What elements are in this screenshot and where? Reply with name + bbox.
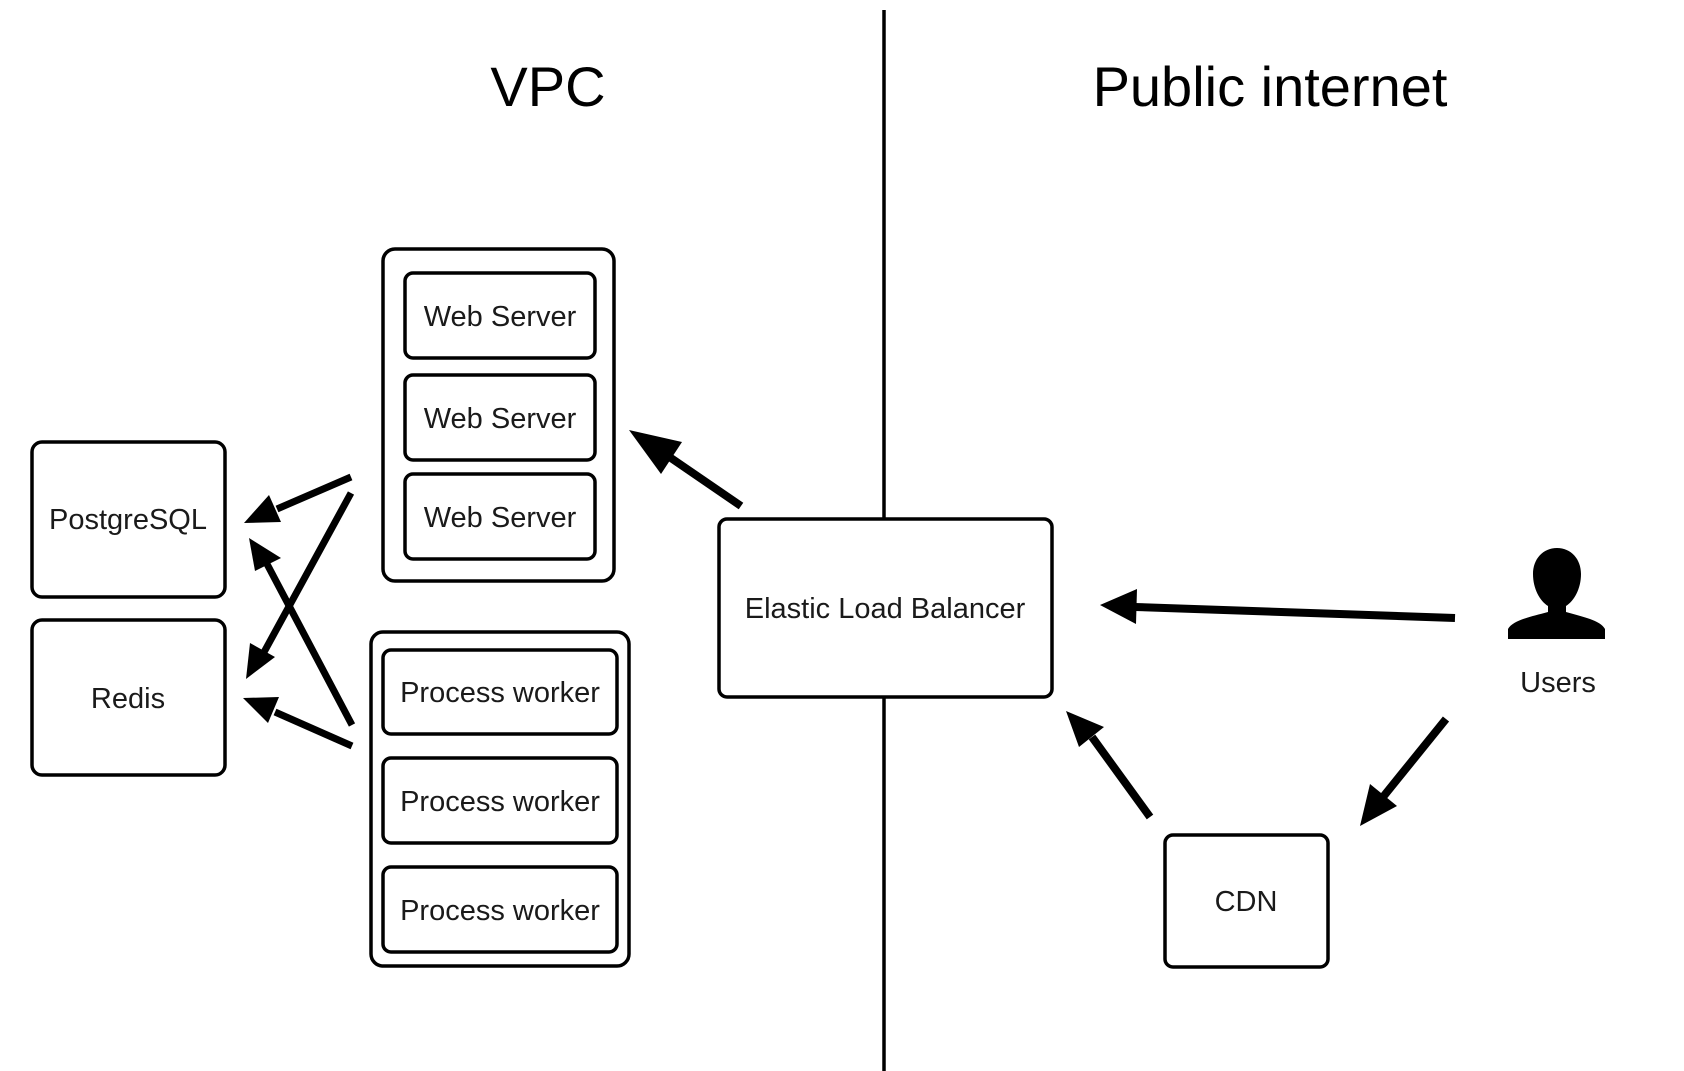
arrow-users-to-elb xyxy=(1100,589,1456,624)
postgresql-label: PostgreSQL xyxy=(49,504,207,536)
users-node: Users xyxy=(1508,548,1605,699)
process-worker-label: Process worker xyxy=(400,895,600,927)
web-server-label: Web Server xyxy=(424,301,577,333)
web-server-label: Web Server xyxy=(424,502,577,534)
postgresql-node: PostgreSQL xyxy=(30,440,227,599)
web-server-node: Web Server xyxy=(403,373,597,462)
process-worker-label: Process worker xyxy=(400,677,600,709)
web-server-label: Web Server xyxy=(424,403,577,435)
redis-node: Redis xyxy=(30,618,227,777)
process-worker-group: Process worker Process worker Process wo… xyxy=(369,630,631,968)
cdn-label: CDN xyxy=(1215,886,1278,918)
arrow-cdn-to-elb xyxy=(1066,711,1154,820)
process-worker-label: Process worker xyxy=(400,786,600,818)
arrow-web-servers-to-postgresql xyxy=(244,473,353,523)
zone-title-public-internet: Public internet xyxy=(1093,55,1448,118)
flow-arrows xyxy=(243,430,1456,826)
zone-title-vpc: VPC xyxy=(490,55,605,118)
arrow-users-to-cdn xyxy=(1360,716,1450,826)
elastic-load-balancer-node: Elastic Load Balancer xyxy=(717,517,1054,699)
process-worker-node: Process worker xyxy=(381,865,619,954)
arrow-process-workers-to-redis xyxy=(243,697,354,750)
user-silhouette-icon xyxy=(1508,548,1605,639)
arrow-process-workers-to-postgresql xyxy=(249,538,356,727)
cdn-node: CDN xyxy=(1163,833,1330,969)
web-server-node: Web Server xyxy=(403,472,597,561)
process-worker-node: Process worker xyxy=(381,756,619,845)
web-server-group: Web Server Web Server Web Server xyxy=(381,247,616,583)
web-server-node: Web Server xyxy=(403,271,597,360)
arrow-web-servers-to-redis xyxy=(246,491,355,679)
elastic-load-balancer-label: Elastic Load Balancer xyxy=(745,593,1026,625)
users-label: Users xyxy=(1520,667,1596,699)
process-worker-node: Process worker xyxy=(381,648,619,736)
redis-label: Redis xyxy=(91,683,165,715)
arrow-elb-to-web-servers xyxy=(629,430,744,510)
